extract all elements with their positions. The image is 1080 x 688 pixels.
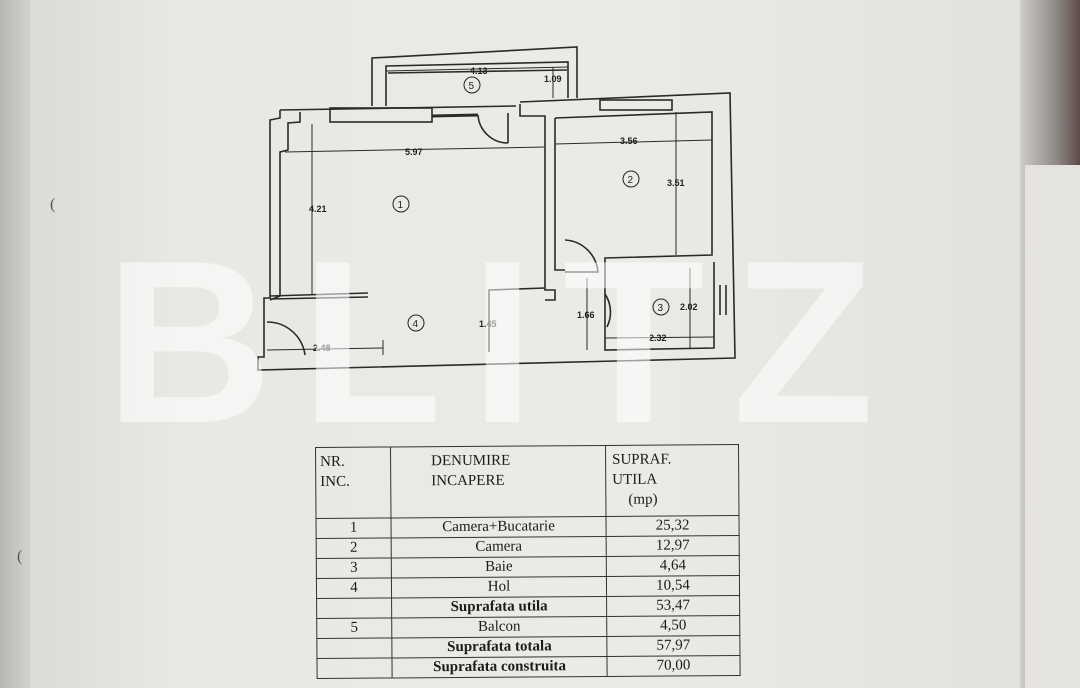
table-header: NR. INC. DENUMIRE INCAPERE SUPRAF. UTILA (mp… — [315, 444, 739, 519]
room-number-1: 1 — [398, 200, 404, 211]
cell-area: 12,97 — [606, 535, 740, 557]
header-text: (mp) — [628, 491, 658, 508]
dim-bath-depth: 2.02 — [680, 302, 698, 312]
header-text: SUPRAF. — [612, 451, 672, 468]
header-text: NR. — [320, 453, 345, 470]
balcony-wall — [371, 46, 578, 106]
dim-hall-depth: 1.45 — [479, 319, 497, 329]
cell-area: 4,50 — [606, 615, 740, 637]
paper-edge-left — [0, 0, 34, 688]
header-text: DENUMIRE — [431, 452, 511, 470]
cell-area: 25,32 — [605, 515, 740, 537]
cell-nr — [316, 637, 392, 659]
cell-name: Suprafata utila — [391, 596, 607, 618]
room-number-4: 4 — [413, 319, 419, 330]
room-number-3: 3 — [658, 303, 664, 314]
cell-nr — [316, 657, 393, 679]
cell-name: Camera — [391, 536, 607, 558]
cell-nr — [316, 597, 392, 619]
cell-area: 53,47 — [606, 595, 740, 617]
cell-name: Suprafata totala — [391, 636, 607, 658]
dim-bath-width: 2.32 — [649, 333, 667, 343]
header-text: INC. — [320, 473, 350, 490]
cell-nr: 5 — [316, 617, 392, 639]
header-area: SUPRAF. UTILA (mp) — [605, 444, 739, 517]
cell-name: Camera+Bucatarie — [390, 516, 607, 538]
cell-area: 70,00 — [606, 655, 741, 677]
area-table: NR. INC. DENUMIRE INCAPERE SUPRAF. UTILA (mp… — [315, 444, 741, 679]
room-number-2: 2 — [628, 175, 634, 186]
dim-balcony-width: 4.13 — [470, 66, 488, 76]
outer-wall — [257, 92, 736, 371]
cell-area: 10,54 — [606, 575, 740, 597]
cell-name: Hol — [391, 576, 607, 598]
dim-hall-width: 2.48 — [313, 343, 331, 353]
dim-balcony-depth: 1.09 — [544, 74, 562, 84]
dim-corridor: 1.66 — [577, 310, 595, 320]
cell-area: 57,97 — [606, 635, 740, 657]
cell-nr: 3 — [316, 557, 392, 579]
door-arc-bath — [604, 293, 612, 328]
header-text: UTILA — [612, 471, 658, 488]
header-text: INCAPERE — [431, 472, 505, 490]
watermark-logo: BLITZ — [105, 213, 903, 472]
room-number-5: 5 — [469, 81, 475, 92]
cell-name: Baie — [391, 556, 607, 578]
cell-name: Balcon — [391, 616, 607, 638]
cell-nr: 1 — [315, 517, 392, 539]
cell-nr: 4 — [316, 577, 392, 599]
cell-name: Suprafata construita — [391, 656, 608, 678]
door-arc-room2 — [564, 239, 599, 273]
paper-mark: ( — [50, 196, 56, 213]
paper-mark: ( — [17, 548, 23, 565]
dim-room1-width: 5.97 — [405, 147, 423, 157]
paper-edge-right — [1025, 165, 1080, 688]
dim-room1-depth: 4.21 — [309, 204, 327, 214]
cell-area: 4,64 — [606, 555, 740, 577]
header-name: DENUMIRE INCAPERE — [390, 445, 606, 518]
document-page — [30, 0, 1030, 688]
header-nr: NR. INC. — [315, 446, 391, 519]
door-arc-balcony — [477, 114, 509, 144]
dim-room2-depth: 3.51 — [667, 178, 685, 188]
cell-nr: 2 — [316, 537, 392, 559]
dim-room2-width: 3.56 — [620, 136, 638, 146]
